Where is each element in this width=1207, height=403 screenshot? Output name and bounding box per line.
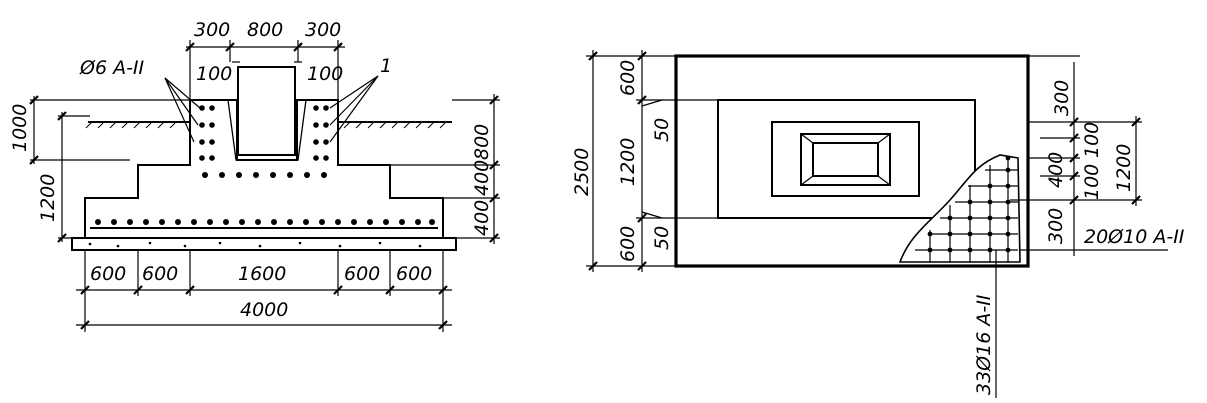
rebar-x-label: 20Ø10 А-II: [1084, 226, 1185, 248]
step-rebar: [202, 172, 327, 178]
plan-left-dims: [586, 50, 718, 272]
plan-right-300-top: 300: [1051, 80, 1073, 116]
plan-right-300-bottom: 300: [1045, 208, 1067, 244]
top-dim-1: 300: [194, 19, 230, 41]
bottom-rebar: [95, 219, 435, 225]
stirrup-leaders: [164, 77, 201, 143]
plan-overall-2500: 2500: [571, 148, 593, 196]
bottom-dim-4: 600: [344, 263, 380, 285]
left-dim-1000: 1000: [9, 104, 31, 152]
right-dim-400b: 400: [471, 200, 493, 236]
right-dim-800: 800: [471, 124, 493, 160]
plan-gap-top: 50: [651, 118, 673, 142]
concrete-prep: [71, 237, 457, 251]
plan-view: 2500 600 1200 600 50 50 300 400 100: [571, 50, 1185, 398]
plan-right-dims: [1010, 55, 1168, 256]
plan-step-2: [771, 121, 920, 197]
left-dims: [29, 95, 190, 243]
offset-right: 100: [307, 63, 343, 85]
plan-step-1: [717, 99, 976, 219]
plan-right-1200: 1200: [1113, 144, 1135, 192]
plan-right-400: 400: [1045, 152, 1067, 188]
wall-rebar: [199, 105, 329, 161]
bottom-dim-5: 600: [396, 263, 432, 285]
overall-width: 4000: [240, 299, 288, 321]
callout-1: 1: [380, 55, 392, 77]
column: [237, 66, 296, 156]
bottom-dims: [76, 250, 452, 332]
bottom-dim-2: 600: [142, 263, 178, 285]
foundation-outline: [84, 99, 444, 238]
bottom-dim-1: 600: [90, 263, 126, 285]
socket-walls: [227, 99, 307, 161]
offset-left: 100: [196, 63, 232, 85]
right-dim-400a: 400: [471, 160, 493, 196]
top-dim-chain: [185, 40, 345, 100]
plan-socket-corners: [800, 133, 891, 186]
right-dims: [390, 94, 500, 244]
plan-right-100a: 100: [1081, 122, 1103, 158]
plan-dim-1200: 1200: [617, 138, 639, 186]
callout-leaders: [329, 75, 379, 143]
left-dim-1200: 1200: [37, 174, 59, 222]
plan-dim-600-top: 600: [617, 60, 639, 96]
plan-dim-600-bottom: 600: [617, 226, 639, 262]
bottom-dim-3: 1600: [238, 263, 286, 285]
mesh-nodes: [927, 155, 1011, 253]
plan-socket-outer: [800, 133, 891, 186]
prep-dots: [88, 241, 422, 248]
top-dim-3: 300: [305, 19, 341, 41]
plan-socket-inner: [812, 142, 879, 177]
rebar-y-label: 33Ø16 А-II: [973, 294, 995, 395]
plan-outline: [674, 54, 1030, 268]
plan-gap-bottom: 50: [651, 226, 673, 250]
plan-right-100b: 100: [1081, 164, 1103, 200]
stirrup-label: Ø6 А-II: [79, 57, 145, 79]
section-view: 300 800 300 100 100 Ø6 А-II 1: [9, 19, 500, 332]
top-dim-2: 800: [247, 19, 283, 41]
ground-hatch: [85, 121, 447, 129]
